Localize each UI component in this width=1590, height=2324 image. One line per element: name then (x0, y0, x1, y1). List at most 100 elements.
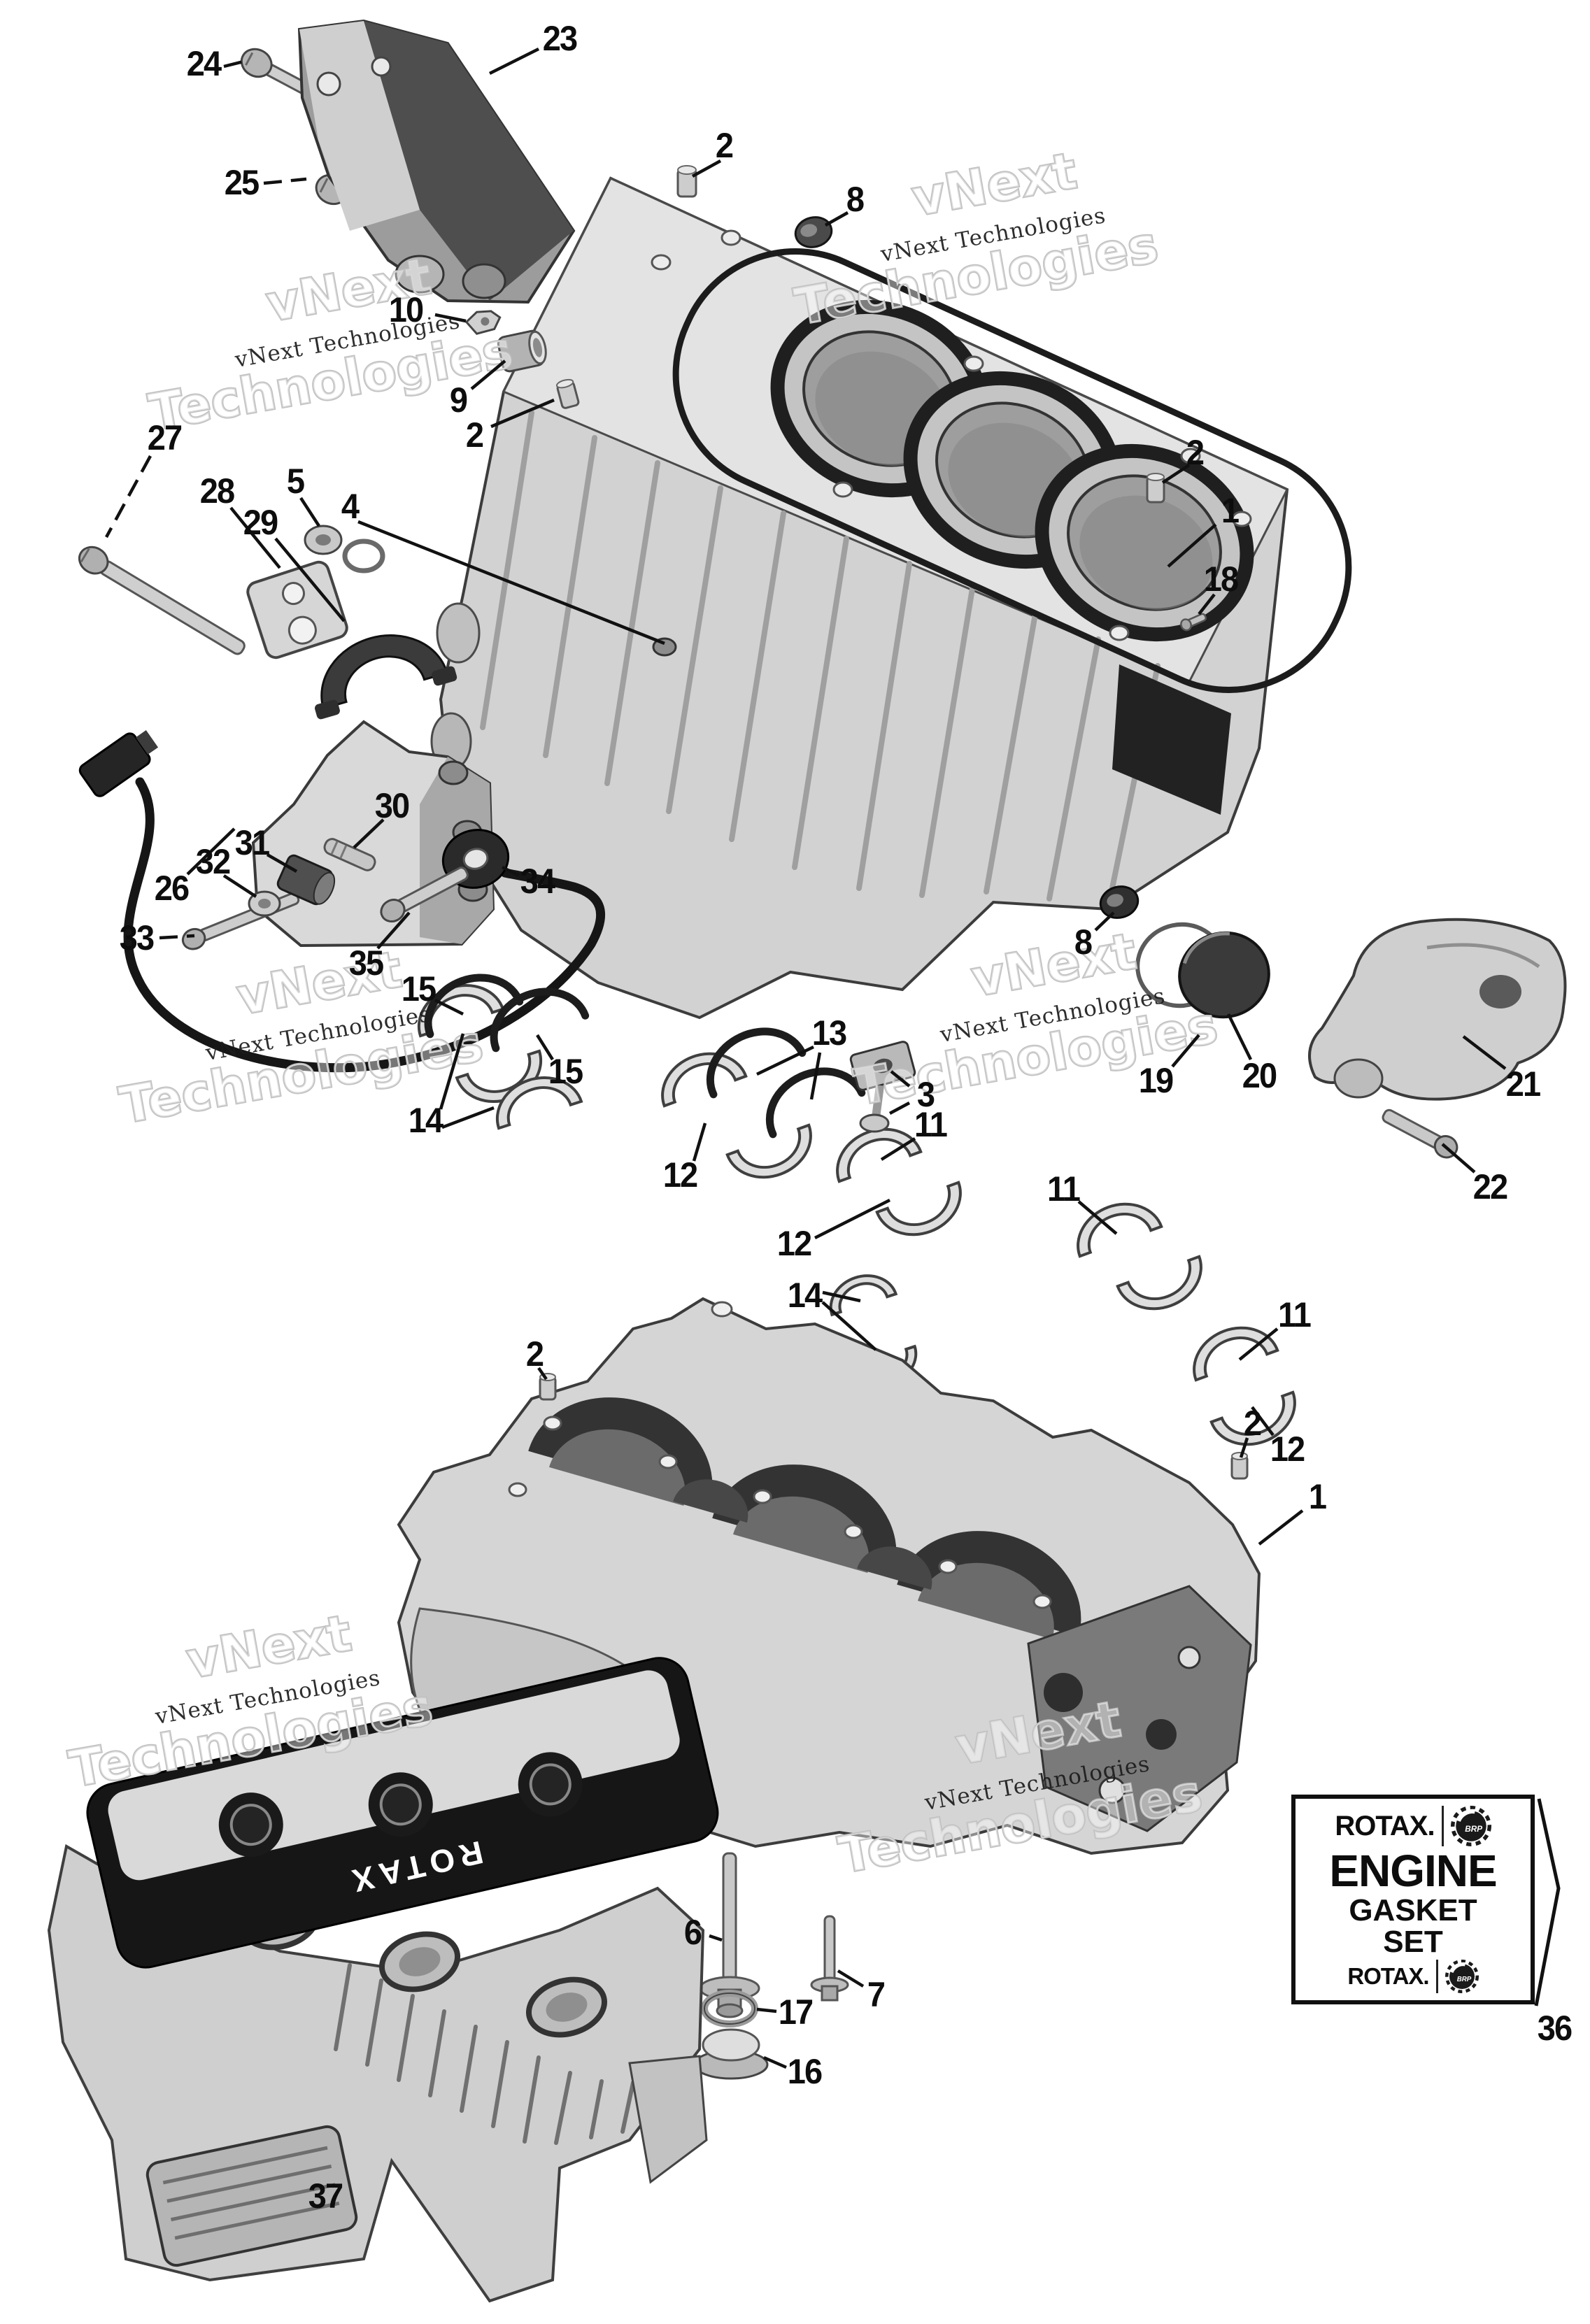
dowel-pin-2-right (1146, 473, 1165, 504)
callout-34[interactable]: 34 (520, 862, 555, 901)
leader-line-27 (105, 455, 152, 539)
divider (1435, 1959, 1438, 1993)
callout-28[interactable]: 28 (199, 471, 235, 511)
leader-line-15 (536, 1034, 554, 1061)
block-side-patch (1112, 664, 1231, 815)
callout-7[interactable]: 7 (867, 1975, 886, 2014)
callout-32[interactable]: 32 (195, 842, 231, 881)
callout-25[interactable]: 25 (224, 163, 260, 202)
sensor-cable (123, 777, 606, 1073)
plate-28 (246, 560, 348, 660)
leader-line-11 (1238, 1327, 1279, 1361)
block-ribs (480, 410, 1160, 901)
stud-30 (323, 838, 376, 871)
callout-2[interactable]: 2 (715, 126, 734, 165)
leader-line-2 (1161, 464, 1191, 484)
callout-26[interactable]: 26 (154, 869, 190, 908)
callout-15[interactable]: 15 (401, 969, 436, 1008)
leader-line-8 (1094, 911, 1115, 932)
leader-line-14 (441, 1106, 495, 1129)
callout-6[interactable]: 6 (683, 1913, 702, 1952)
callout-11[interactable]: 11 (914, 1105, 948, 1144)
callout-14[interactable]: 14 (408, 1101, 443, 1140)
engine-assembly-37: ROTAX (47, 1657, 719, 2303)
callout-37[interactable]: 37 (308, 2176, 343, 2216)
washer-5 (304, 525, 343, 555)
callout-11[interactable]: 11 (1278, 1295, 1312, 1334)
callout-2[interactable]: 2 (525, 1334, 544, 1374)
callout-17[interactable]: 17 (778, 1992, 814, 2032)
cap-20 (1178, 931, 1270, 1019)
o-ring-4 (342, 539, 385, 573)
dowel-pin-2-top (676, 165, 697, 198)
leader-line-12 (1251, 1406, 1275, 1437)
leader-line-3 (890, 1070, 911, 1088)
leader-line-1 (1167, 523, 1217, 568)
leader-line-6 (709, 1934, 723, 1942)
callout-19[interactable]: 19 (1138, 1061, 1174, 1100)
callout-12[interactable]: 12 (776, 1224, 812, 1263)
leader-line-14 (439, 1033, 465, 1110)
leader-line-2 (691, 159, 722, 178)
callout-3[interactable]: 3 (916, 1075, 935, 1114)
callout-9[interactable]: 9 (449, 380, 468, 420)
callout-10[interactable]: 10 (388, 290, 424, 329)
leader-line-7 (837, 1969, 865, 1988)
fitting-10 (464, 310, 502, 335)
callout-35[interactable]: 35 (348, 943, 384, 983)
callout-12[interactable]: 12 (662, 1155, 698, 1195)
svg-text:BRP: BRP (1456, 1976, 1471, 1983)
callout-4[interactable]: 4 (341, 487, 360, 526)
dowel-pin-2-case-left (539, 1373, 557, 1401)
brp-logo-icon: BRP (1445, 1959, 1479, 1993)
callout-23[interactable]: 23 (542, 19, 578, 58)
leader-line-17 (756, 2007, 777, 2013)
leader-line-32 (222, 874, 257, 898)
rotax-logo-top: ROTAX. (1335, 1810, 1435, 1841)
callout-1[interactable]: 1 (1308, 1477, 1327, 1516)
leader-line-2 (490, 398, 555, 429)
divider (1441, 1806, 1444, 1846)
leader-line-29 (274, 537, 346, 622)
leader-line-8 (824, 211, 849, 227)
plug-16 (693, 2028, 769, 2080)
callout-21[interactable]: 21 (1505, 1064, 1541, 1104)
callout-30[interactable]: 30 (374, 786, 410, 825)
gasket-box-title: ENGINE (1329, 1845, 1497, 1896)
callout-8[interactable]: 8 (1074, 922, 1093, 962)
callout-12[interactable]: 12 (1270, 1430, 1305, 1469)
callout-24[interactable]: 24 (186, 44, 222, 83)
crankshaft-bearings (417, 974, 1296, 1446)
callout-22[interactable]: 22 (1472, 1167, 1508, 1206)
callout-36[interactable]: 36 (1537, 2009, 1573, 2048)
callout-8[interactable]: 8 (846, 180, 865, 219)
callout-2[interactable]: 2 (465, 415, 484, 455)
callout-2[interactable]: 2 (1243, 1404, 1262, 1443)
callout-20[interactable]: 20 (1242, 1056, 1277, 1095)
callout-18[interactable]: 18 (1203, 559, 1239, 599)
dowel-pin-2-case-right (1230, 1452, 1249, 1480)
callout-33[interactable]: 33 (119, 918, 155, 957)
rotax-logo-bottom: ROTAX. (1347, 1962, 1429, 1989)
callout-1[interactable]: 1 (1221, 491, 1240, 530)
leader-line-22 (1441, 1143, 1476, 1174)
plug-8-mid (1099, 885, 1140, 919)
callout-14[interactable]: 14 (787, 1276, 823, 1315)
callout-15[interactable]: 15 (548, 1052, 583, 1091)
callout-2[interactable]: 2 (1186, 433, 1205, 472)
leader-line-11 (1077, 1200, 1118, 1235)
callout-16[interactable]: 16 (787, 2052, 823, 2091)
leader-line-5 (299, 497, 320, 527)
callout-29[interactable]: 29 (243, 503, 278, 542)
head-gasket-line (672, 248, 1352, 693)
leader-line-31 (266, 853, 298, 873)
leader-line-25 (263, 177, 307, 185)
callout-13[interactable]: 13 (811, 1013, 847, 1053)
callout-31[interactable]: 31 (234, 823, 270, 862)
leader-line-10 (434, 313, 467, 323)
callout-5[interactable]: 5 (286, 462, 305, 501)
callout-11[interactable]: 11 (1047, 1169, 1081, 1209)
callout-27[interactable]: 27 (147, 418, 183, 457)
